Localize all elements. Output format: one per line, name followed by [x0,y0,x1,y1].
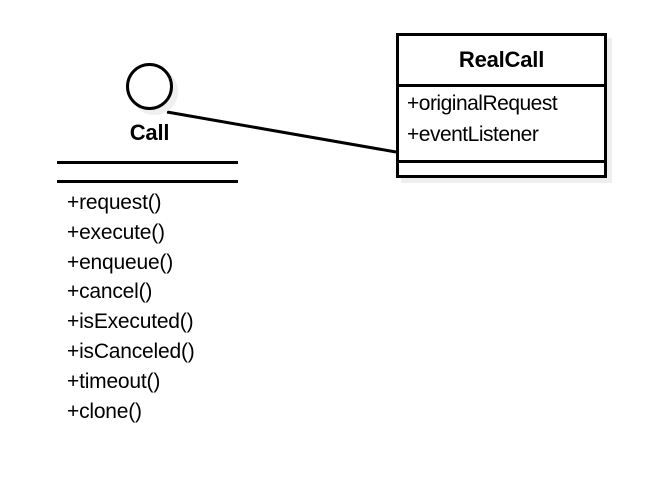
class-attributes-divider [399,84,604,87]
interface-name-label: Call [129,120,170,145]
interface-attributes-divider-bottom [57,180,238,183]
method-item: +execute() [67,220,165,244]
method-item: +isCanceled() [67,339,195,363]
method-item: +enqueue() [67,250,174,274]
interface-lollipop-icon[interactable] [126,63,173,110]
class-name-label: RealCall [458,47,545,72]
interface-method-list: +request() +execute() +enqueue() +cancel… [67,188,242,426]
attribute-item: +eventListener [407,123,539,146]
method-item: +timeout() [67,369,161,393]
method-item: +cancel() [67,280,153,304]
method-item: +isExecuted() [67,310,194,334]
method-item: +clone() [67,399,142,423]
class-method-list [407,164,604,178]
class-attribute-list: +originalRequest +eventListener [407,88,604,150]
realization-connector-line [166,110,397,154]
class-box-frame[interactable]: RealCall +originalRequest +eventListener [396,33,607,178]
interface-call[interactable]: Call +request() +execute() +enqueue() +c… [57,60,242,430]
interface-attributes-divider-top [57,161,238,164]
attribute-item: +originalRequest [407,92,558,115]
class-box-realcall[interactable]: RealCall +originalRequest +eventListener [396,33,612,183]
method-item: +request() [67,191,162,214]
class-methods-divider [399,160,604,163]
